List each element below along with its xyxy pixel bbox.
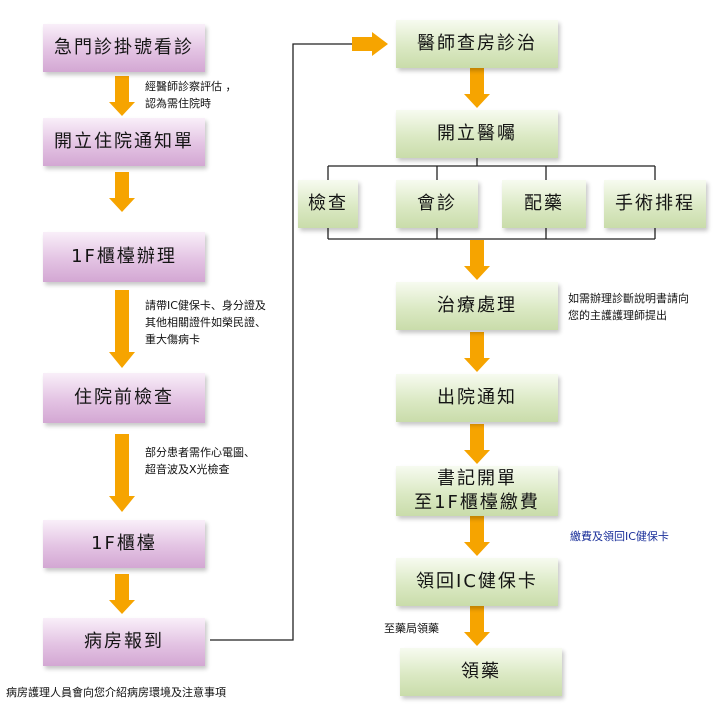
arrow-down	[109, 76, 135, 116]
note-diagnosis-certificate: 如需辦理診斷說明書請向 您的主護護理師提出	[568, 292, 689, 323]
note-pay-return-card: 繳費及領回IC健保卡	[570, 530, 669, 543]
step-medical-orders: 開立醫囑	[396, 110, 558, 158]
branch-surgery-scheduling: 手術排程	[604, 180, 706, 228]
arrow-down	[464, 516, 490, 556]
step-billing: 書記開單 至1F櫃檯繳費	[396, 466, 558, 516]
arrow-down	[464, 332, 490, 372]
note-pre-exam: 部分患者需作心電圖、 超音波及X光檢查	[145, 446, 255, 477]
step-counter: 1F櫃檯	[43, 520, 205, 568]
step-ward-check-in: 病房報到	[43, 618, 205, 666]
branch-consultation: 會診	[396, 180, 478, 228]
step-counter-processing: 1F櫃檯辦理	[43, 232, 205, 282]
billing-line-1: 書記開單	[437, 467, 517, 489]
arrow-down	[464, 424, 490, 464]
note-bring-documents: 請帶IC健保卡、身分證及 其他相關證件如榮民證、 重大傷病卡	[145, 299, 266, 347]
step-treatment: 治療處理	[396, 282, 558, 330]
arrow-down	[464, 68, 490, 108]
arrow-down	[109, 574, 135, 614]
step-get-medicine: 領藥	[400, 648, 562, 696]
step-ic-card-return: 領回IC健保卡	[396, 558, 558, 606]
arrow-right	[352, 32, 388, 56]
arrow-down	[464, 240, 490, 280]
step-doctor-rounds: 醫師查房診治	[396, 20, 558, 68]
arrow-down	[109, 172, 135, 212]
arrow-down-long	[109, 434, 135, 512]
arrow-down-long	[109, 290, 135, 368]
note-after-visit: 經醫師診察評估 ， 認為需住院時	[145, 80, 237, 111]
step-discharge-notice: 出院通知	[396, 374, 558, 422]
note-ward-intro: 病房護理人員會向您介紹病房環境及注意事項	[6, 686, 226, 699]
return-line	[210, 43, 352, 641]
note-to-pharmacy: 至藥局領藥	[384, 622, 439, 635]
branch-dispensing: 配藥	[502, 180, 586, 228]
step-er-registration: 急門診掛號看診	[43, 24, 205, 72]
billing-line-2: 至1F櫃檯繳費	[414, 492, 540, 513]
arrow-down	[464, 606, 490, 646]
step-admission-notice: 開立住院通知單	[43, 118, 205, 166]
step-pre-admission-exam: 住院前檢查	[43, 373, 205, 423]
branch-examination: 檢查	[298, 180, 358, 228]
